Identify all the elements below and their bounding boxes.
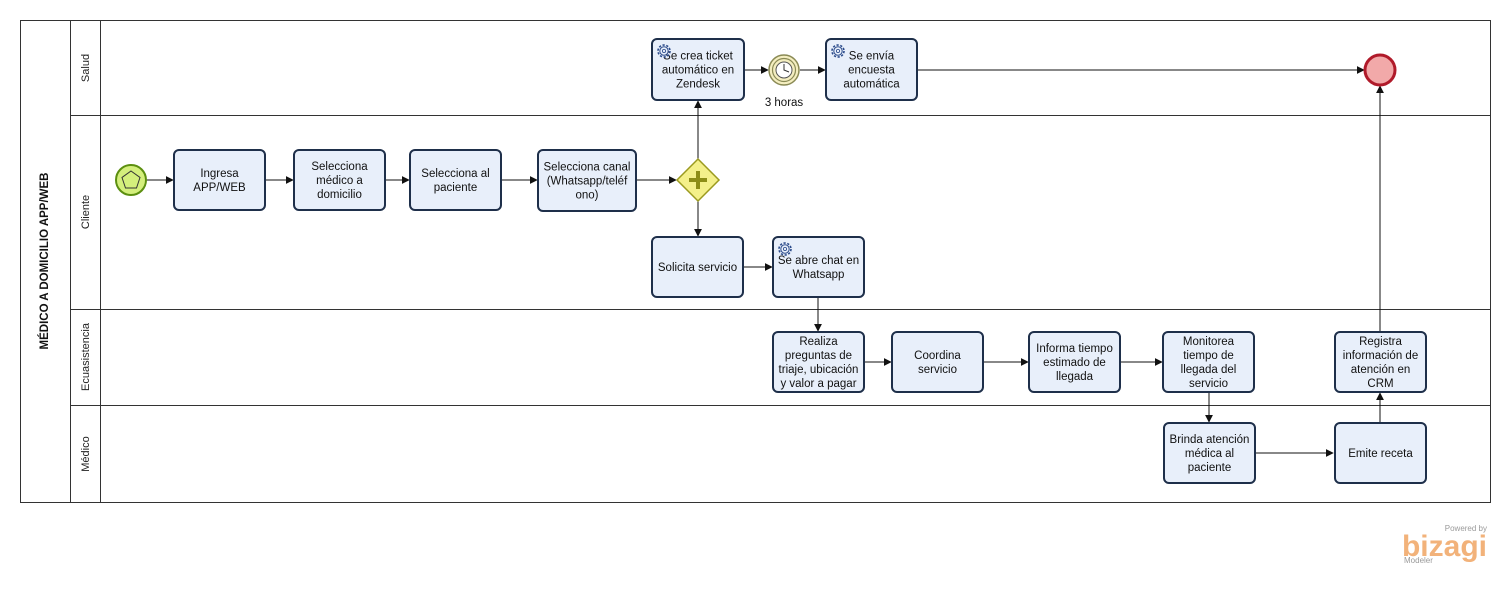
task-box (772, 331, 865, 393)
start-event (115, 164, 147, 196)
task-label-line: Se crea ticket (663, 51, 733, 63)
task-label-line: Solicita servicio (658, 262, 737, 274)
lane-label-salud: Salud (80, 54, 92, 82)
task-label-line: Brinda atención (1170, 434, 1250, 446)
task-box (651, 38, 745, 101)
task-label-line: (Whatsapp/teléf (547, 176, 628, 188)
lane-label-cliente: Cliente (80, 195, 92, 229)
task-se-abre-chat: Se abre chat en Whatsapp (772, 236, 865, 298)
lane-labels: Salud Cliente Ecuasistencia Médico (80, 54, 92, 472)
task-label-line: automático en (662, 65, 734, 77)
task-brinda-atencion: Brinda atención médica al paciente (1163, 422, 1256, 484)
task-label-line: APP/WEB (193, 182, 246, 194)
task-label-line: estimado de (1043, 357, 1106, 369)
task-label-line: triaje, ubicación (779, 364, 859, 376)
task-label-line: y valor a pagar (780, 378, 856, 390)
end-event (1363, 53, 1397, 87)
task-label-line: Realiza (799, 336, 838, 348)
task-label-line: automática (843, 79, 900, 91)
task-box (1162, 331, 1255, 393)
task-label-line: llegada (1056, 371, 1094, 383)
task-selecciona-medico: Selecciona médico a domicilio (293, 149, 386, 211)
task-box (825, 38, 918, 101)
task-label-line: encuesta (848, 65, 895, 77)
task-solicita-servicio: Solicita servicio (651, 236, 744, 298)
task-selecciona-paciente: Selecciona al paciente (409, 149, 502, 211)
plus-icon (689, 171, 707, 189)
task-box (173, 149, 266, 211)
task-monitorea-tiempo: Monitorea tiempo de llegada del servicio (1162, 331, 1255, 393)
powered-by-text: Powered by (1445, 524, 1487, 533)
task-label-line: Selecciona al (421, 168, 489, 180)
bizagi-watermark: Powered by bizagi Modeler (1402, 524, 1487, 565)
task-label-line: Selecciona (311, 161, 368, 173)
task-label-line: domicilio (317, 189, 362, 201)
task-emite-receta: Emite receta (1334, 422, 1427, 484)
task-label-line: paciente (1188, 462, 1231, 474)
task-label-line: CRM (1367, 378, 1393, 390)
task-realiza-preguntas: Realiza preguntas de triaje, ubicación y va… (772, 331, 865, 393)
task-informa-tiempo: Informa tiempo estimado de llegada (1028, 331, 1121, 393)
task-label-line: médico a (316, 175, 363, 187)
pool: MÉDICO A DOMICILIO APP/WEB (20, 20, 1491, 503)
task-box (293, 149, 386, 211)
bizagi-logo: bizagi (1402, 530, 1487, 563)
pool-label: MÉDICO A DOMICILIO APP/WEB (38, 173, 51, 350)
task-registra-informacion: Registra información de atención en CRM (1334, 331, 1427, 393)
task-label-line: Selecciona canal (544, 162, 631, 174)
task-label-line: Ingresa (200, 168, 239, 180)
sequence-flows (147, 66, 1384, 457)
task-label-line: Informa tiempo (1036, 343, 1113, 355)
task-label-line: Se abre chat en (778, 255, 859, 267)
task-label-line: información de (1343, 350, 1418, 362)
task-label-line: Registra (1359, 336, 1402, 348)
task-box (537, 149, 637, 212)
task-label-line: ono) (575, 190, 598, 202)
task-label-line: Zendesk (676, 79, 720, 91)
timer-event: 3 horas (765, 54, 804, 109)
task-box (651, 236, 744, 298)
lane-label-ecuasistencia: Ecuasistencia (80, 322, 92, 391)
task-label-line: servicio (1189, 378, 1228, 390)
task-box (1334, 422, 1427, 484)
parallel-gateway (675, 157, 721, 203)
task-label-line: Whatsapp (793, 269, 845, 281)
task-label-line: médica al (1185, 448, 1234, 460)
pentagon-icon (121, 170, 141, 189)
task-box (1028, 331, 1121, 393)
task-label-line: preguntas de (785, 350, 852, 362)
task-box (1163, 422, 1256, 484)
task-box (772, 236, 865, 298)
task-coordina-servicio: Coordina servicio (891, 331, 984, 393)
task-label-line: tiempo de (1183, 350, 1234, 362)
task-box (891, 331, 984, 393)
task-se-envia-encuesta: Se envía encuesta automática (825, 38, 918, 101)
task-label-line: llegada del (1181, 364, 1237, 376)
task-label-line: servicio (918, 364, 957, 376)
modeler-text: Modeler (1404, 556, 1433, 565)
task-label-line: Coordina (914, 350, 961, 362)
task-label-line: atención en (1351, 364, 1410, 376)
task-box (409, 149, 502, 211)
task-label-line: Emite receta (1348, 448, 1413, 460)
task-label-line: paciente (434, 182, 477, 194)
lane-label-medico: Médico (80, 436, 92, 471)
task-se-crea-ticket: Se crea ticket automático en Zendesk (651, 38, 745, 101)
task-selecciona-canal: Selecciona canal (Whatsapp/teléf ono) (537, 149, 637, 212)
task-box (1334, 331, 1427, 393)
task-label-line: Monitorea (1183, 336, 1235, 348)
task-label-line: Se envía (849, 51, 895, 63)
timer-label: 3 horas (765, 97, 804, 109)
